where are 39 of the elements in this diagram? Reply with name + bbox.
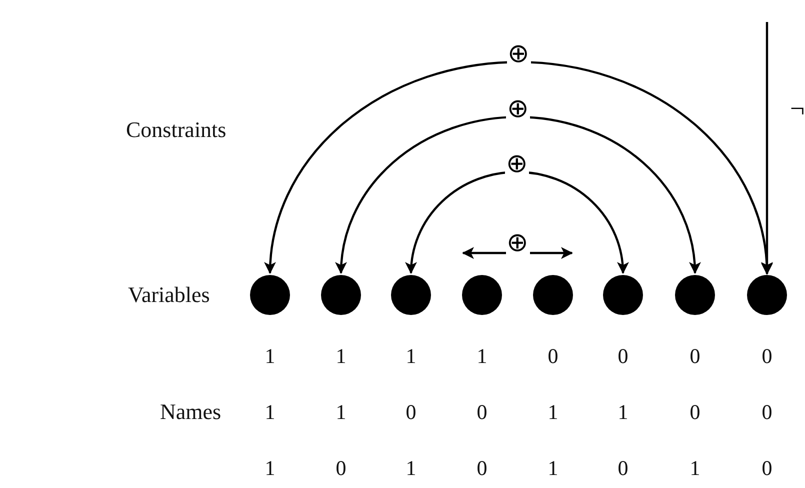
bit-value: 0 [688, 400, 702, 424]
variable-dot [250, 275, 290, 315]
bit-value: 0 [334, 456, 348, 480]
bit-value: 0 [688, 344, 702, 368]
bit-value: 1 [476, 344, 488, 368]
row-label: Variables [128, 283, 210, 307]
constraint-arrow [336, 116, 700, 274]
constraint-arrow [406, 171, 628, 274]
bit-value: 1 [334, 400, 348, 424]
bit-value: 1 [264, 456, 276, 480]
bit-value: 1 [264, 400, 276, 424]
row-label: Constraints [126, 118, 226, 142]
row-label: Names [160, 400, 222, 424]
bit-value: 1 [264, 344, 276, 368]
bit-value: 1 [546, 456, 560, 480]
variable-dot [533, 275, 573, 315]
bit-value: 1 [404, 344, 418, 368]
bit-value: 0 [616, 344, 630, 368]
bit-value: 1 [616, 400, 630, 424]
bit-value: 0 [476, 456, 488, 480]
variable-dot [747, 275, 787, 315]
bit-value: 0 [404, 400, 418, 424]
constraint-arrow [264, 61, 772, 274]
bit-value: 1 [546, 400, 560, 424]
variable-dot [675, 275, 715, 315]
bit-value: 1 [688, 456, 702, 480]
variable-dot [603, 275, 643, 315]
bit-value: 1 [404, 456, 418, 480]
bit-value: 0 [616, 456, 630, 480]
bit-value: 1 [334, 344, 348, 368]
variable-dot [462, 275, 502, 315]
bit-value: 0 [760, 456, 774, 480]
bit-value: 0 [546, 344, 560, 368]
bit-value: 0 [760, 400, 774, 424]
bit-value: 0 [476, 400, 488, 424]
bit-value: 0 [760, 344, 774, 368]
variable-dot [321, 275, 361, 315]
arrow [761, 22, 773, 275]
variable-dot [391, 275, 431, 315]
